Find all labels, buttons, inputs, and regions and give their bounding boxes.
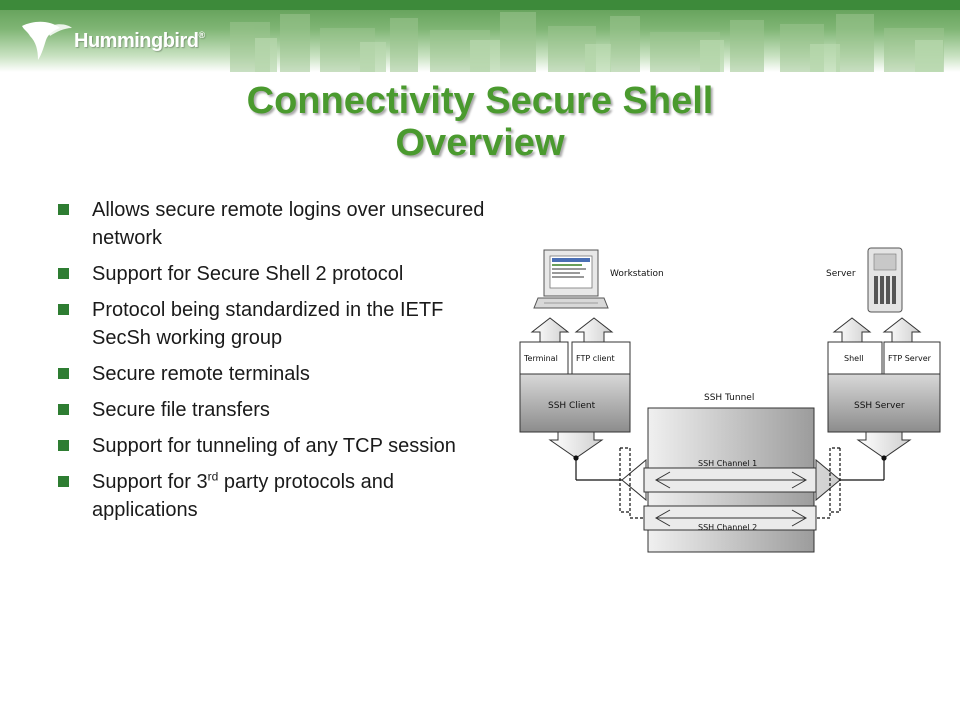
server-connection-lines [816,447,887,519]
ftp-server-up-arrow-icon [882,317,922,343]
square-bullet-icon [58,476,69,487]
square-bullet-icon [58,440,69,451]
workstation-label: Workstation [610,269,664,279]
bullet-item: Protocol being standardized in the IETF … [56,296,486,352]
ssh-channel-1-label: SSH Channel 1 [698,459,757,468]
banner-top-stripe [0,0,960,10]
server-tower-icon [867,247,903,313]
ssh-server-label: SSH Server [854,401,905,411]
bullet-item: Support for 3rd party protocols and appl… [56,468,486,524]
terminal-label: Terminal [523,354,558,363]
square-bullet-icon [58,404,69,415]
hummingbird-logo-icon [22,21,72,60]
ssh-tunnel-label: SSH Tunnel [704,393,754,403]
ssh-client-label: SSH Client [548,401,596,411]
bullet-item: Allows secure remote logins over unsecur… [56,196,486,252]
shell-up-arrow-icon [832,317,872,343]
square-bullet-icon [58,204,69,215]
ssh-client-block [519,341,631,459]
city-skyline-graphic [230,12,944,72]
ssh-architecture-diagram: Workstation Server Terminal FTP client S… [519,247,941,553]
header-banner: Hummingbird® [0,0,960,72]
ftp-client-up-arrow-icon [574,317,614,343]
ssh-channel-2-label: SSH Channel 2 [698,523,757,532]
square-bullet-icon [58,368,69,379]
bullet-item: Secure remote terminals [56,360,486,388]
slide-title: Connectivity Secure Shell Overview [0,80,960,164]
title-line-1: Connectivity Secure Shell [246,80,714,122]
bullet-item: Support for tunneling of any TCP session [56,432,486,460]
ftp-client-label: FTP client [576,354,615,363]
logo-wordmark: Hummingbird® [74,30,205,52]
square-bullet-icon [58,304,69,315]
bullet-item: Support for Secure Shell 2 protocol [56,260,486,288]
client-connection-lines [573,447,644,519]
server-label: Server [826,269,856,279]
ssh-server-block [827,341,941,459]
terminal-up-arrow-icon [530,317,570,343]
bullet-list: Allows secure remote logins over unsecur… [56,196,486,532]
square-bullet-icon [58,268,69,279]
title-line-2: Overview [395,122,565,164]
bullet-item: Secure file transfers [56,396,486,424]
ftp-server-label: FTP Server [888,354,932,363]
shell-label: Shell [844,354,864,363]
workstation-computer-icon [533,249,609,309]
